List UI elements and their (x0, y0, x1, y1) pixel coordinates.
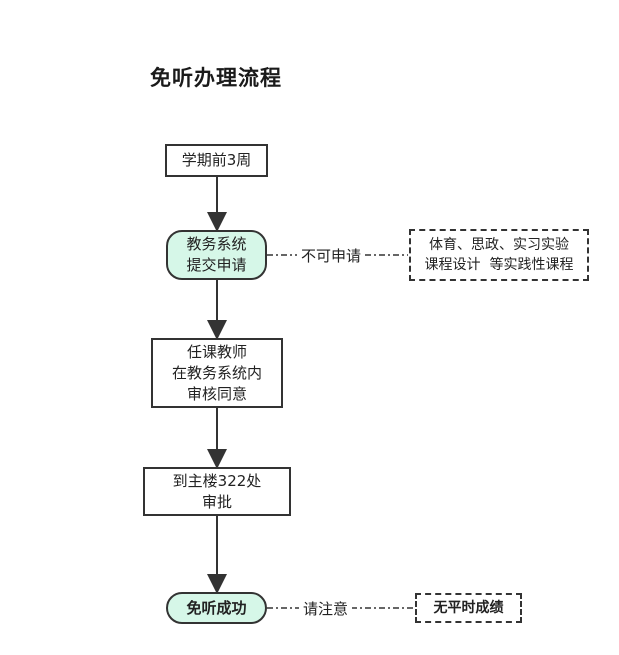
no-regular-grade-box: 无平时成绩 (415, 593, 522, 623)
step-submit-line1: 教务系统 (186, 235, 247, 253)
no-regular-grade-label: 无平时成绩 (433, 599, 504, 616)
step-teacher-line3: 审核同意 (186, 384, 247, 403)
step-office-line2: 审批 (201, 492, 232, 511)
step-submit-application: 教务系统 提交申请 (166, 230, 267, 280)
attention-label: 请注意 (299, 598, 353, 619)
step-office-line1: 到主楼322处 (172, 471, 262, 490)
not-allowed-courses-box: 体育、思政、实习实验 课程设计 等实践性课程 (409, 229, 589, 281)
diagram-title: 免听办理流程 (150, 66, 282, 90)
step-success-label: 免听成功 (186, 598, 247, 617)
step-success: 免听成功 (166, 592, 267, 624)
step-teacher-line1: 任课教师 (186, 342, 247, 361)
not-allowed-line1: 体育、思政、实习实验 (429, 237, 569, 253)
step-semester-start: 学期前3周 (165, 144, 268, 177)
step-office-approval: 到主楼322处 审批 (143, 467, 291, 516)
step-submit-line2: 提交申请 (186, 256, 247, 274)
step-teacher-approval: 任课教师 在教务系统内 审核同意 (151, 338, 283, 408)
step-semester-start-label: 学期前3周 (181, 151, 252, 169)
step-teacher-line2: 在教务系统内 (171, 363, 262, 382)
not-allowed-label: 不可申请 (297, 245, 366, 266)
not-allowed-line2: 课程设计 等实践性课程 (424, 257, 574, 273)
